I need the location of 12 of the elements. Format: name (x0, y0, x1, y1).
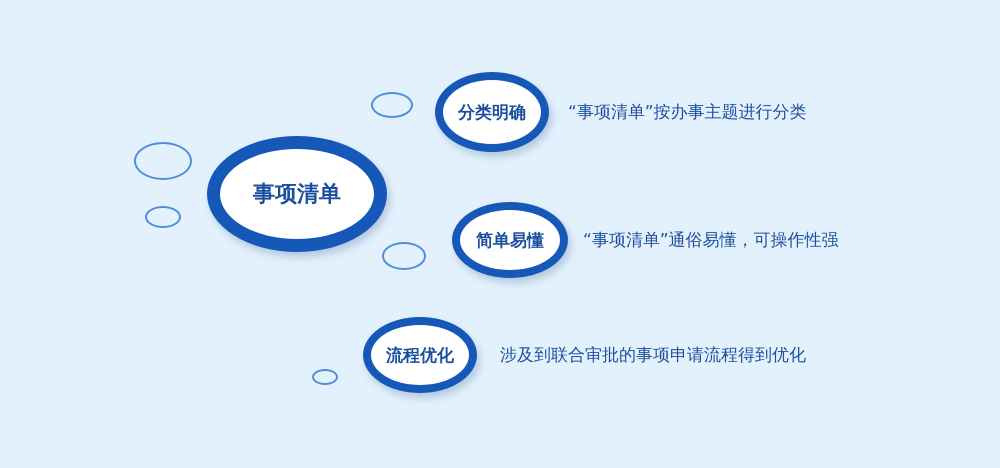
empty-circle (134, 142, 192, 180)
empty-circle (145, 206, 181, 228)
description-text: 涉及到联合审批的事项申请流程得到优化 (500, 344, 806, 366)
empty-circle (312, 369, 338, 385)
node-title: 分类明确 (458, 102, 526, 124)
node-title: 流程优化 (386, 344, 454, 366)
description-text: “事项清单”通俗易懂，可操作性强 (583, 230, 839, 252)
empty-circle (371, 92, 413, 118)
empty-circle (382, 242, 426, 270)
node-title: 事项清单 (253, 181, 341, 209)
node-title: 简单易懂 (476, 230, 544, 252)
description-text: “事项清单”按办事主题进行分类 (568, 102, 807, 124)
